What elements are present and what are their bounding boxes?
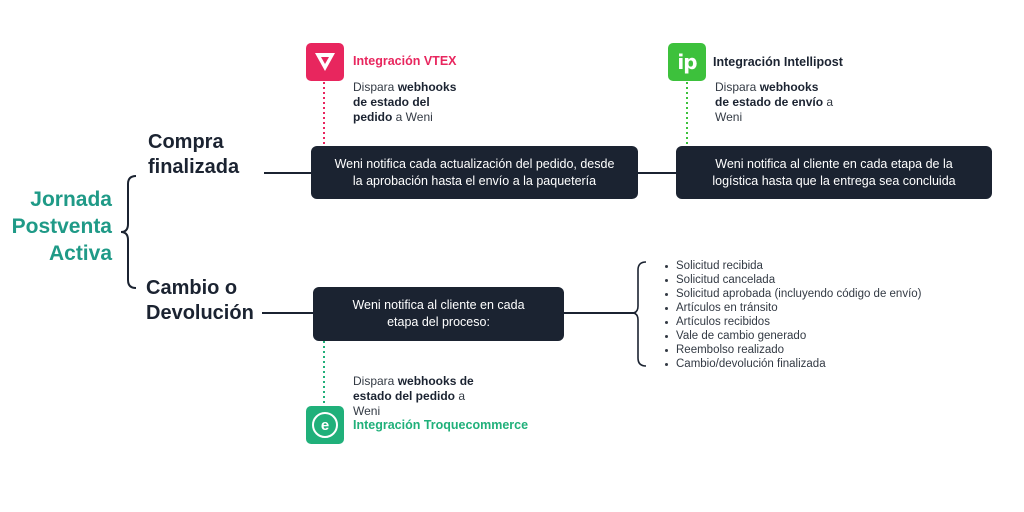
node-return-process: Weni notifica al cliente en cada etapa d… xyxy=(313,287,564,341)
list-item: Solicitud recibida xyxy=(663,259,963,273)
intellipost-logo-icon: ip xyxy=(668,43,706,81)
list-item: Vale de cambio generado xyxy=(663,329,963,343)
branch-label-compra: Compra finalizada xyxy=(148,131,240,178)
vtex-logo-icon xyxy=(306,43,344,81)
node-order-updates: Weni notifica cada actualización del ped… xyxy=(311,146,638,199)
vtex-integration-title: Integración VTEX xyxy=(353,54,457,68)
list-item: Solicitud cancelada xyxy=(663,273,963,287)
list-item: Artículos en tránsito xyxy=(663,301,963,315)
list-item: Solicitud aprobada (incluyendo código de… xyxy=(663,287,963,301)
list-item: Artículos recibidos xyxy=(663,315,963,329)
branch-label-cambio: Cambio o Devolución xyxy=(146,277,254,324)
intellipost-integration-title: Integración Intellipost xyxy=(713,55,843,69)
node-logistics-updates: Weni notifica al cliente en cada etapa d… xyxy=(676,146,992,199)
return-steps-list: Solicitud recibida Solicitud cancelada S… xyxy=(663,259,963,371)
list-item: Cambio/devolución finalizada xyxy=(663,357,963,371)
troquecommerce-logo-icon: e xyxy=(306,406,344,444)
root-title: Jornada Postventa Activa xyxy=(11,188,112,265)
troquecommerce-integration-title: Integración Troquecommerce xyxy=(353,418,529,432)
list-brace xyxy=(631,261,647,367)
vtex-description: Dispara webhooks de estado del pedido a … xyxy=(353,80,457,124)
root-brace xyxy=(120,175,137,289)
list-item: Reembolso realizado xyxy=(663,343,963,357)
intellipost-description: Dispara webhooks de estado de envío a We… xyxy=(715,80,834,124)
troque-description: Dispara webhooks de estado del pedido a … xyxy=(353,374,474,418)
